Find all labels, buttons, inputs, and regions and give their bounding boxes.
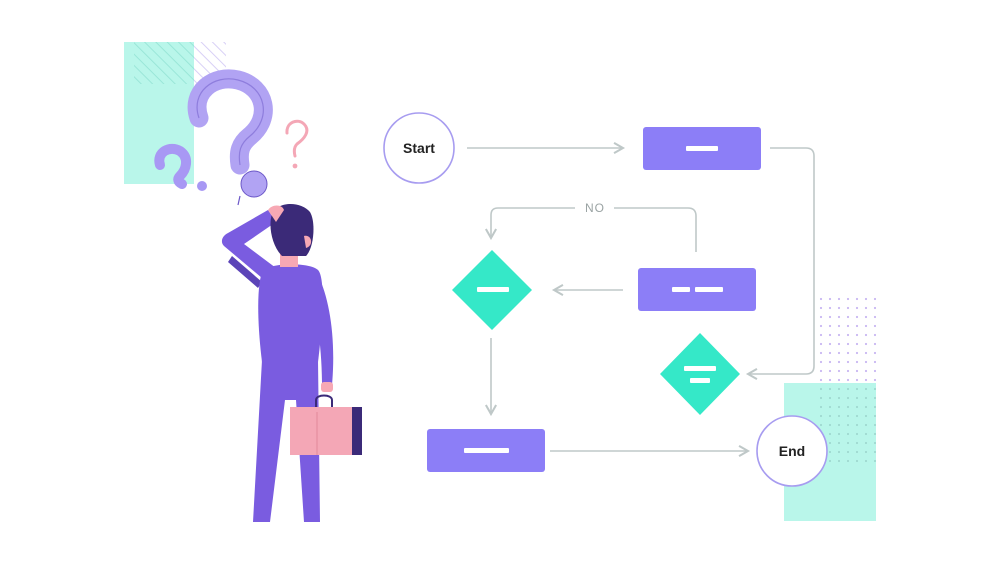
decision-2-line-a: [684, 366, 716, 371]
node-start: Start: [383, 112, 455, 184]
decision-2-diamond: [660, 333, 740, 415]
step-1-line: [686, 146, 718, 151]
connectors: [467, 141, 815, 458]
node-decision-1: [452, 250, 532, 330]
briefcase-side: [352, 407, 362, 455]
edge-label-no: NO: [585, 201, 605, 215]
start-circle: [383, 112, 455, 184]
node-step-2: [638, 268, 756, 311]
edge-step1-to-decision2: [745, 147, 815, 381]
briefcase-handle: [315, 394, 333, 410]
decision-2-line-b: [690, 378, 710, 383]
step-2-line-b: [695, 287, 723, 292]
node-step-3: [427, 429, 545, 472]
decision-1-line: [477, 287, 509, 292]
person-head-hand: [268, 205, 284, 222]
person-raised-arm: [221, 210, 276, 278]
person-torso: [258, 264, 323, 362]
dots-panel-right: [818, 295, 876, 385]
confused-person: [221, 203, 362, 522]
person-arm-shadow: [228, 256, 262, 288]
question-mark-large: [187, 69, 273, 175]
step-2-line-a: [672, 287, 690, 292]
question-dot-small-purple: [197, 181, 207, 191]
step-3-line: [464, 448, 509, 453]
start-label: Start: [403, 140, 435, 156]
question-dot-large: [240, 170, 268, 198]
node-step-1: [643, 127, 761, 170]
node-decision-2: [660, 333, 740, 415]
question-mark-small-purple: [154, 143, 191, 189]
question-mark-large-outline: [196, 78, 264, 166]
node-end: End: [756, 415, 828, 487]
edge-no-loop-right: [614, 207, 697, 252]
person-legs: [253, 360, 320, 522]
end-circle: [756, 415, 828, 487]
person-hand: [321, 382, 333, 392]
person-hair: [270, 203, 314, 256]
person-ear: [304, 235, 312, 248]
question-dot-pink: [292, 163, 298, 169]
briefcase: [290, 407, 352, 455]
person-lower-arm: [306, 275, 334, 385]
edge-no-loop-left: [484, 207, 575, 241]
question-mark-pink: [285, 119, 309, 158]
end-label: End: [779, 443, 805, 459]
hatch-panel-left: [134, 42, 194, 84]
question-dash: [237, 195, 241, 206]
question-marks: [154, 69, 309, 206]
